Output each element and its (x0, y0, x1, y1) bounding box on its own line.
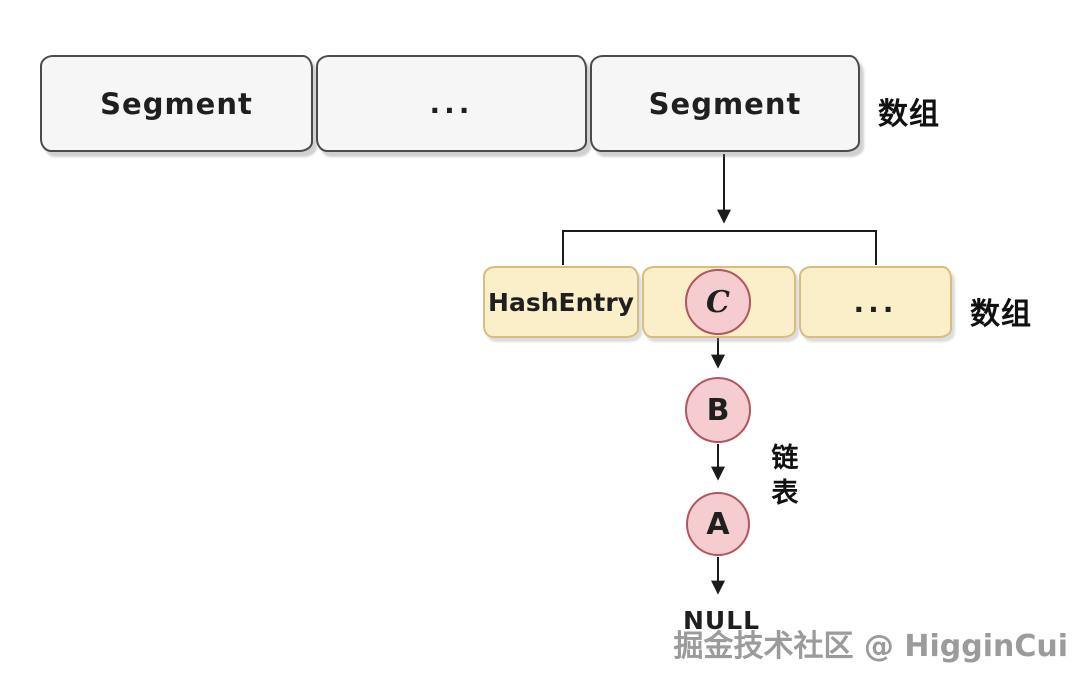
hashentry-box-label: HashEntry (488, 287, 634, 317)
watermark-text: 掘金技术社区 @ HigginCui (673, 629, 1068, 664)
segment-array-label: 数组 (878, 97, 940, 132)
list-node-b-label: B (706, 392, 730, 428)
list-node-a: A (686, 492, 750, 556)
null-terminal-label: NULL (683, 606, 761, 635)
linked-list-label: 链表 (771, 443, 799, 510)
list-node-c-label: C (706, 284, 730, 320)
list-node-c: C (685, 269, 751, 335)
segment-box-left-label: Segment (100, 86, 253, 121)
segment-box-left: Segment (40, 55, 313, 152)
hashentry-array-label: 数组 (970, 297, 1032, 332)
hashentry-box: HashEntry (483, 266, 639, 338)
hashentry-ellipsis-label: ... (853, 285, 898, 319)
segment-ellipsis-label: ... (429, 87, 474, 120)
segment-box-ellipsis: ... (316, 55, 587, 152)
list-node-a-label: A (706, 506, 730, 542)
segment-box-right: Segment (590, 55, 860, 152)
bracket-connector (562, 230, 877, 265)
segment-box-right-label: Segment (648, 86, 802, 121)
hashentry-ellipsis-box: ... (799, 266, 952, 338)
list-node-b: B (685, 377, 751, 443)
